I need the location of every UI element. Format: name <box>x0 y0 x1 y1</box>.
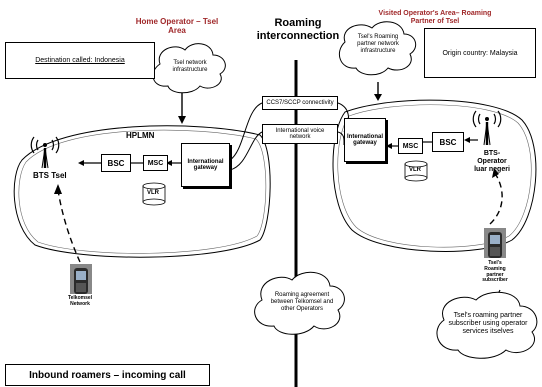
visited-region <box>332 99 537 252</box>
home-title-line2: Area <box>168 26 186 36</box>
origin-box: Origin country: Malaysia <box>424 28 536 78</box>
visited-phone-caption: Tsel's Roaming partner subscriber <box>477 260 513 284</box>
subscriber-cloud-shape <box>436 291 538 359</box>
footer-box: Inbound roamers – incoming call <box>5 364 210 386</box>
subscriber-line1: Tsel's roaming partner <box>453 312 523 319</box>
subscriber-line2: subscriber using operator <box>448 320 528 328</box>
bts-tower-visited-icon <box>472 110 502 146</box>
agreement-line3: other Operators <box>280 305 324 312</box>
visited-phone-signal <box>489 174 503 225</box>
ccs7-label: CCS7/SCCP connectivity <box>266 100 334 106</box>
visited-phone-caption-line1: Tsel's <box>488 260 502 266</box>
home-phone-icon <box>70 264 92 294</box>
origin-label: Origin country: Malaysia <box>442 49 518 57</box>
home-msc-box: MSC <box>143 155 168 171</box>
visited-bts-line2: Operator <box>477 158 507 166</box>
visited-cloud-line1: Tsel's Roaming <box>357 34 399 40</box>
roaming-title-line2: interconnection <box>256 29 340 42</box>
home-cloud-line2: infrastructure <box>172 66 208 73</box>
visited-phone-icon <box>484 228 506 258</box>
agreement-cloud: Roaming agreement between Telkomsel and … <box>262 292 342 313</box>
visited-msc-label: MSC <box>402 142 419 150</box>
home-bsc-box: BSC <box>101 154 131 172</box>
home-gateway-box: International gateway <box>181 143 230 187</box>
visited-cloud: Tsel's Roaming partner network infrastru… <box>343 34 413 55</box>
voice-network-line1: International voice <box>275 127 325 134</box>
visited-phone-caption-line3: partner <box>486 271 504 278</box>
visited-cloud-line2: partner network <box>357 40 399 47</box>
roaming-title: Roaming interconnection <box>248 17 348 42</box>
home-cloud-shape <box>152 43 226 94</box>
ccs7-box: CCS7/SCCP connectivity <box>262 96 338 110</box>
destination-box: Destination called: Indonesia <box>5 42 155 79</box>
visited-vlr-label: VLR <box>409 167 421 173</box>
visited-bts-line3: luar negeri <box>474 166 510 174</box>
hplmn-region <box>13 125 271 258</box>
visited-bsc-label: BSC <box>439 137 457 147</box>
visited-cloud-shape <box>338 21 417 76</box>
hplmn-label: HPLMN <box>126 131 155 140</box>
home-vlr-label: VLR <box>147 190 159 196</box>
roaming-title-line1: Roaming <box>274 17 322 29</box>
visited-vlr-icon <box>404 160 428 182</box>
voice-network-line2: network <box>289 134 311 140</box>
subscriber-cloud: Tsel's roaming partner subscriber using … <box>440 312 536 336</box>
home-phone-caption: Telkomsel Network <box>62 295 98 308</box>
agreement-line1: Roaming agreement <box>274 292 330 298</box>
visited-title: Visited Operator's Area– Roaming Partner… <box>345 10 525 26</box>
visited-title-line1: Visited Operator's Area– Roaming <box>378 10 492 17</box>
voice-network-box: International voice network <box>262 124 338 144</box>
home-vlr-icon <box>142 182 166 206</box>
visited-cloud-line3: infrastructure <box>360 47 396 54</box>
home-bts-label: BTS Tsel <box>33 171 67 180</box>
footer-label: Inbound roamers – incoming call <box>29 369 186 381</box>
home-title-line1: Home Operator – Tsel <box>135 17 219 26</box>
home-phone-caption-line1: Telkomsel <box>67 295 93 301</box>
agreement-cloud-shape <box>254 271 345 335</box>
agreement-line2: between Telkomsel and <box>270 298 334 305</box>
visited-gateway-line1: International <box>346 134 383 140</box>
visited-phone-caption-line2: Roaming <box>484 265 506 272</box>
subscriber-line3: services itselves <box>462 328 514 336</box>
home-title: Home Operator – Tsel Area <box>112 17 242 35</box>
visited-bsc-box: BSC <box>432 132 464 152</box>
bts-tower-home-icon <box>30 136 60 169</box>
home-msc-label: MSC <box>147 159 164 167</box>
home-bsc-label: BSC <box>107 158 125 168</box>
visited-gateway-box: International gateway <box>344 118 386 162</box>
visited-msc-box: MSC <box>398 138 423 154</box>
visited-region-inner <box>337 104 532 248</box>
home-cloud: Tsel network infrastructure <box>160 60 220 74</box>
visited-bts-line1: BTS- <box>483 150 501 157</box>
home-gateway-line2: gateway <box>193 165 218 171</box>
visited-title-line2: Partner of Tsel <box>410 18 460 26</box>
home-cloud-line1: Tsel network <box>173 60 207 66</box>
home-phone-caption-line2: Network <box>70 300 90 307</box>
destination-label: Destination called: Indonesia <box>35 57 125 64</box>
hplmn-region-inner <box>18 129 267 254</box>
home-gateway-line1: International <box>187 159 224 165</box>
visited-bts-label: BTS- Operator luar negeri <box>470 150 514 174</box>
visited-phone-caption-line4: subscriber <box>482 277 508 284</box>
visited-gateway-line2: gateway <box>353 140 377 146</box>
